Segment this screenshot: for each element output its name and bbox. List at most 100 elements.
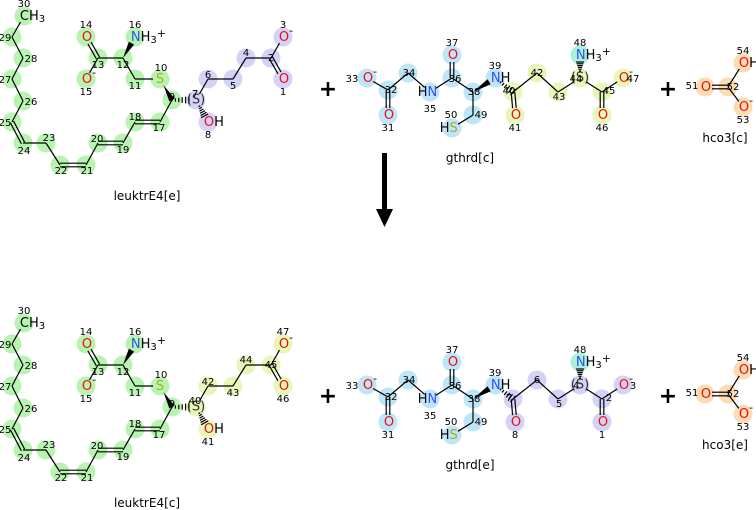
- single-bond: [451, 384, 474, 400]
- reaction-arrow-icon: [376, 153, 393, 227]
- plus-sign: +: [659, 77, 677, 102]
- atom-highlights: [695, 360, 753, 424]
- atom-label: O-: [279, 24, 293, 45]
- atom-number: 34: [403, 68, 416, 79]
- atom-number: 33: [346, 381, 359, 392]
- atom-number: 19: [117, 452, 130, 463]
- single-bond: [11, 100, 24, 123]
- single-bond: [536, 72, 559, 93]
- atom-number: 27: [0, 75, 11, 86]
- atom-label: NH3+: [576, 45, 611, 64]
- atom-number: 46: [596, 123, 609, 134]
- atom-label: S: [156, 72, 164, 87]
- atom-label: NH3+: [576, 352, 611, 371]
- atom-number: 29: [0, 340, 11, 351]
- atom-number: 34: [403, 375, 416, 386]
- single-bond: [11, 385, 24, 409]
- single-bond: [88, 364, 99, 381]
- atom-number: 10: [155, 370, 168, 381]
- atom-number: 28: [25, 361, 38, 372]
- atom-highlight: [733, 360, 753, 380]
- atom-highlight: [150, 376, 170, 396]
- single-bond: [727, 68, 740, 88]
- atom-label: O: [279, 72, 289, 87]
- atom-label: CH3: [20, 9, 45, 26]
- atom-highlight: [357, 375, 377, 395]
- atom-label: O-: [619, 65, 633, 86]
- single-bond: [11, 57, 24, 80]
- atom-highlight: [420, 389, 440, 409]
- single-bond: [11, 21, 22, 38]
- bonds: [712, 68, 740, 102]
- wedge-bond: [163, 85, 175, 102]
- atom-highlight: [273, 376, 293, 396]
- atom-label: O-: [739, 401, 753, 422]
- atom-number: 14: [80, 20, 93, 31]
- atom-label: O: [511, 108, 521, 123]
- atom-label: HS: [440, 121, 458, 136]
- atom-number: 18: [129, 112, 142, 123]
- single-bond: [11, 78, 24, 102]
- atom-label: O: [82, 30, 92, 45]
- atom-highlight: [14, 6, 34, 26]
- hash-bond: [171, 96, 190, 104]
- atom-number: 8: [512, 430, 518, 441]
- single-bond: [122, 428, 136, 451]
- atom-number: 48: [574, 38, 587, 49]
- atom-number: 22: [55, 166, 68, 177]
- double-bond: [13, 427, 26, 450]
- atom-label: O-: [82, 66, 96, 87]
- atom-label: O: [511, 415, 521, 430]
- atom-number: 42: [202, 377, 215, 388]
- atom-highlight: [733, 97, 753, 117]
- atom-label: HN: [418, 85, 438, 100]
- atom-label: O: [598, 415, 608, 430]
- atom-number: 26: [25, 404, 38, 415]
- atom-label: (S): [187, 400, 205, 415]
- atom-number: 48: [574, 345, 587, 356]
- atom-number: 22: [55, 473, 68, 484]
- atom-highlight: [378, 412, 398, 432]
- atom-highlight: [273, 69, 293, 89]
- atom-highlight: [613, 375, 633, 395]
- atom-label: O: [279, 379, 289, 394]
- double-bond: [9, 429, 22, 452]
- single-bond: [11, 364, 24, 387]
- double-bond: [90, 41, 101, 58]
- atom-highlight: [76, 334, 96, 354]
- atom-number: 1: [599, 430, 605, 441]
- atom-highlight: [442, 425, 462, 445]
- single-bond: [372, 387, 389, 398]
- atom-number: 29: [0, 33, 11, 44]
- single-bond: [372, 80, 389, 91]
- single-bond: [407, 379, 426, 395]
- wedge-bond: [163, 392, 175, 409]
- atom-label: (S): [571, 378, 589, 393]
- atom-highlight: [592, 412, 612, 432]
- single-bond: [435, 384, 453, 396]
- bonds: [372, 368, 618, 432]
- atom-number: 15: [80, 87, 93, 98]
- single-bond: [198, 385, 209, 402]
- atom-label: OH: [204, 422, 224, 437]
- single-bond: [601, 388, 618, 400]
- atom-label: O: [384, 415, 394, 430]
- atom-label: O: [448, 48, 458, 63]
- atom-number: 11: [129, 81, 142, 92]
- atom-number: 5: [556, 399, 562, 410]
- single-bond: [727, 393, 740, 409]
- atom-highlight: [76, 27, 96, 47]
- atom-number: 20: [91, 134, 104, 145]
- atom-number: 2: [606, 393, 612, 404]
- atom-number: 30: [18, 0, 31, 10]
- atom-label: O-: [363, 65, 377, 86]
- atom-label: HS: [440, 428, 458, 443]
- bonds: [712, 375, 740, 409]
- single-bond: [512, 72, 538, 93]
- single-bond: [88, 57, 99, 74]
- atom-highlight: [150, 69, 170, 89]
- double-bond: [87, 43, 97, 60]
